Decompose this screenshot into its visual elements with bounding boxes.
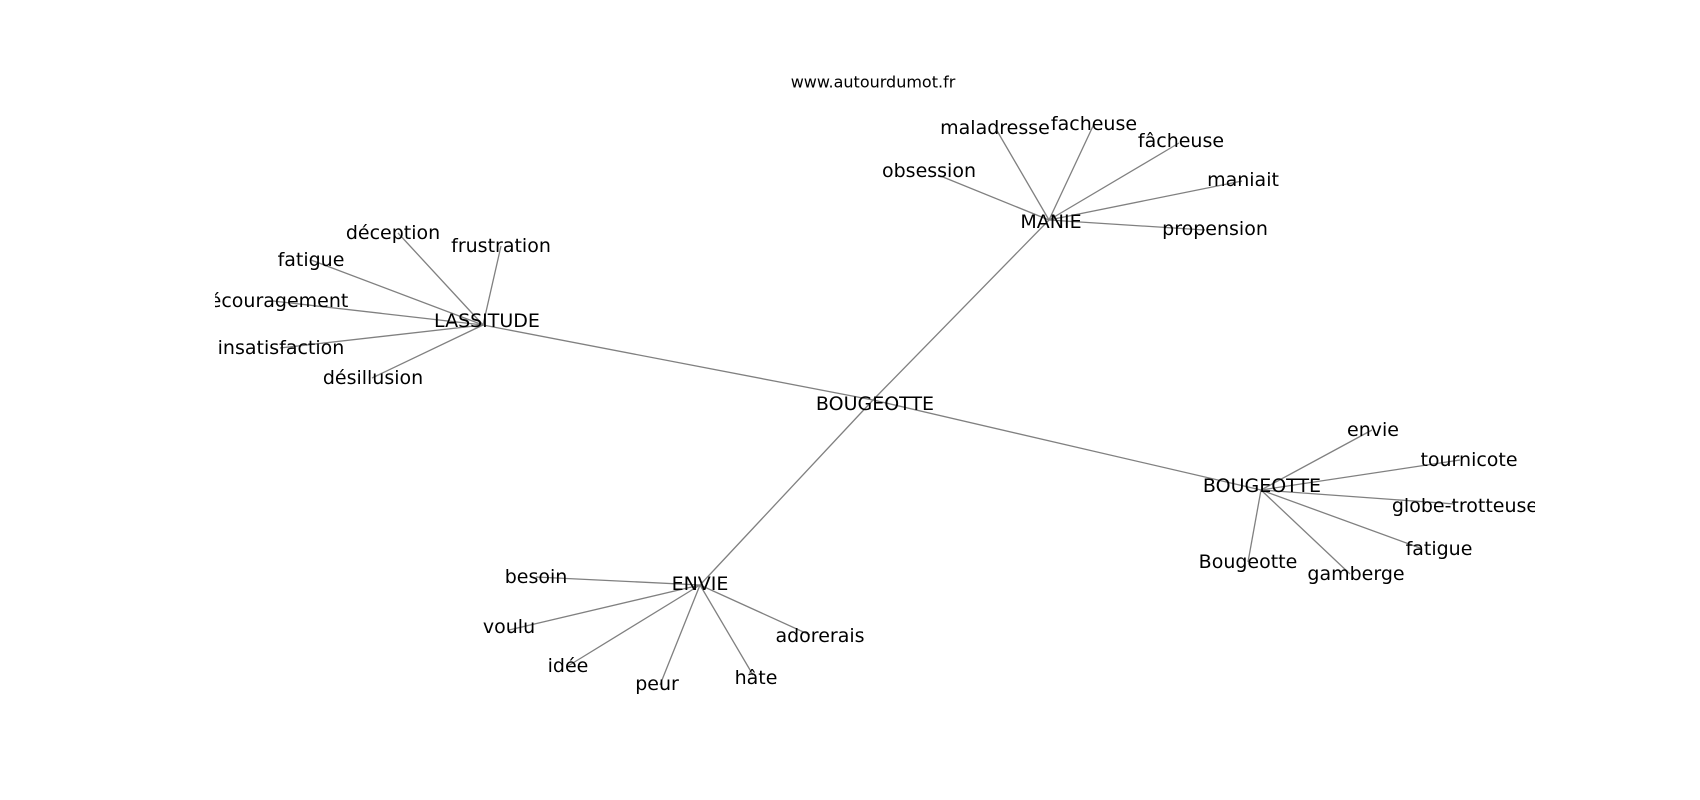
edge-center-bougeotte xyxy=(872,399,1262,491)
source-watermark: www.autourdumot.fr xyxy=(791,73,956,92)
edge-envie-idee xyxy=(567,584,701,667)
leaf-node-envie-peur: peur xyxy=(635,673,679,695)
graph-labels: BOUGEOTTE LASSITUDE déception frustration fa… xyxy=(198,113,1538,695)
leaf-node-lassitude-decouragement: découragement xyxy=(198,290,349,312)
leaf-node-envie-hate: hâte xyxy=(735,667,778,689)
leaf-node-envie-voulu: voulu xyxy=(483,616,535,638)
edge-bougeotte-envie xyxy=(1260,429,1373,491)
edge-lassitude-desillusion xyxy=(371,324,484,379)
edge-lassitude-frustration xyxy=(482,245,502,326)
edge-center-envie xyxy=(699,399,874,586)
edge-envie-peur xyxy=(659,584,701,686)
leaf-node-manie-facheuse: facheuse xyxy=(1051,113,1137,135)
leaf-node-lassitude-frustration: frustration xyxy=(451,235,551,257)
leaf-node-lassitude-deception: déception xyxy=(346,222,440,244)
hub-node-envie: ENVIE xyxy=(672,573,729,595)
edge-bougeotte-fatigue xyxy=(1260,489,1421,549)
leaf-node-lassitude-desillusion: désillusion xyxy=(323,367,423,389)
leaf-node-manie-maladresse: maladresse xyxy=(940,117,1050,139)
leaf-node-manie-obsession: obsession xyxy=(882,160,976,182)
leaf-node-envie-idee: idée xyxy=(548,655,589,677)
edge-bougeotte-globe-trotteuse xyxy=(1260,489,1456,505)
edge-bougeotte-bougeotte xyxy=(1247,489,1262,563)
hub-node-lassitude: LASSITUDE xyxy=(434,310,540,332)
hub-node-manie: MANIE xyxy=(1020,211,1081,233)
leaf-node-manie-maniait: maniait xyxy=(1207,169,1279,191)
edge-envie-besoin xyxy=(535,576,701,586)
leaf-node-manie-facheuse: fâcheuse xyxy=(1138,130,1224,152)
edge-lassitude-insatisfaction xyxy=(279,324,484,349)
edge-lassitude-deception xyxy=(397,232,484,326)
edge-bougeotte-gamberge xyxy=(1260,489,1351,575)
edge-lassitude-fatigue xyxy=(310,259,484,326)
leaf-node-bougeotte-envie: envie xyxy=(1347,419,1399,441)
edge-manie-maniait xyxy=(1048,180,1243,221)
leaf-node-lassitude-fatigue: fatigue xyxy=(278,249,345,271)
edge-envie-hate xyxy=(699,584,754,676)
center-node-label: BOUGEOTTE xyxy=(816,393,934,415)
edge-manie-facheuse xyxy=(1048,142,1180,221)
leaf-node-envie-adorerais: adorerais xyxy=(775,625,864,647)
edge-manie-propension xyxy=(1048,219,1206,231)
leaf-node-lassitude-insatisfaction: insatisfaction xyxy=(218,337,345,359)
graph-edges xyxy=(272,123,1461,686)
edge-manie-obsession xyxy=(937,174,1050,221)
leaf-node-bougeotte-globe-trotteuse: globe-trotteuse xyxy=(1392,495,1538,517)
leaf-node-manie-propension: propension xyxy=(1162,218,1268,240)
leaf-node-bougeotte-fatigue: fatigue xyxy=(1406,538,1473,560)
leaf-node-bougeotte-tournicote: tournicote xyxy=(1420,449,1517,471)
edge-center-lassitude xyxy=(482,324,874,401)
leaf-node-bougeotte-gamberge: gamberge xyxy=(1307,563,1404,585)
leaf-node-bougeotte-bougeotte: Bougeotte xyxy=(1199,551,1298,573)
edge-center-manie xyxy=(872,219,1050,401)
edge-envie-adorerais xyxy=(699,584,811,636)
edge-bougeotte-tournicote xyxy=(1260,459,1461,491)
edge-manie-facheuse xyxy=(1048,123,1095,221)
edge-manie-maladresse xyxy=(995,128,1050,221)
edge-envie-voulu xyxy=(508,584,701,631)
edge-lassitude-decouragement xyxy=(272,300,484,326)
leaf-node-envie-besoin: besoin xyxy=(505,566,568,588)
hub-node-bougeotte: BOUGEOTTE xyxy=(1203,475,1321,497)
